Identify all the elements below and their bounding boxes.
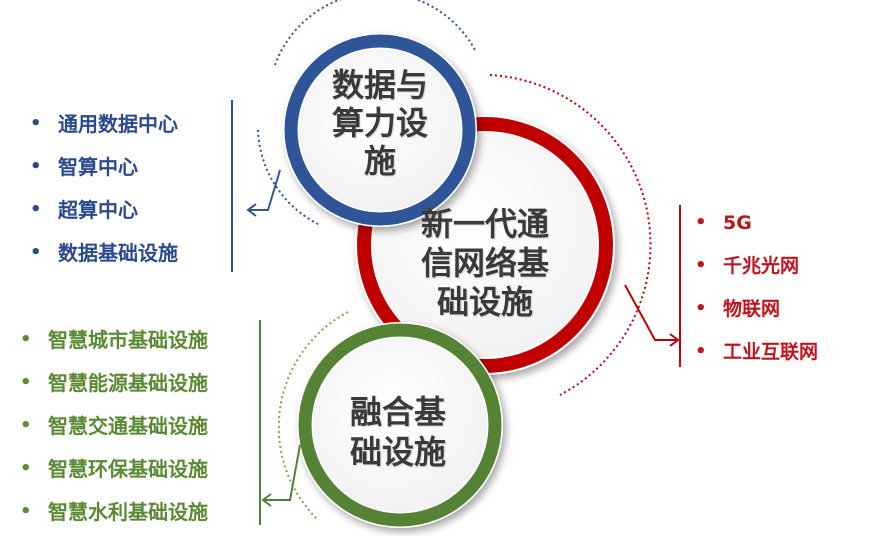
bullet-icon: • — [20, 415, 32, 436]
list-item: • 超算中心 — [30, 196, 178, 239]
list-item: • 智慧环保基础设施 — [20, 454, 208, 497]
list-item-label: 智慧城市基础设施 — [48, 328, 208, 352]
bullet-icon: • — [30, 156, 42, 177]
list-item-label: 智算中心 — [58, 155, 138, 179]
list-item: • 千兆光网 — [695, 251, 818, 294]
red-label-line: 础设施 — [436, 283, 533, 321]
list-item: • 智慧城市基础设施 — [20, 325, 208, 368]
blue-orbit-arc — [274, 0, 476, 66]
list-item-label: 智慧水利基础设施 — [48, 500, 208, 524]
red-label-line: 新一代通 — [420, 205, 549, 243]
blue-label-line: 算力设 — [331, 104, 428, 142]
list-item-label: 数据基础设施 — [58, 241, 178, 265]
list-item: • 智慧水利基础设施 — [20, 497, 208, 540]
green-orbit-arc — [277, 311, 349, 521]
green-label-line: 础设施 — [349, 433, 446, 471]
green-label-line: 融合基 — [349, 393, 446, 431]
list-item-label: 智慧能源基础设施 — [48, 371, 208, 395]
bullet-icon: • — [20, 458, 32, 479]
green-circle — [297, 322, 503, 528]
list-item: • 通用数据中心 — [30, 110, 178, 153]
bullet-icon: • — [695, 255, 707, 276]
list-item-label: 工业互联网 — [723, 341, 819, 363]
blue-circle-label: 数据与 算力设 施 — [300, 66, 460, 180]
green-connector-arrow — [261, 444, 301, 507]
bullet-icon: • — [30, 199, 42, 220]
bullet-icon: • — [20, 329, 32, 350]
list-item: • 智算中心 — [30, 153, 178, 196]
list-item-label: 超算中心 — [58, 198, 138, 222]
list-item-label: 通用数据中心 — [58, 112, 178, 136]
list-item-label: 智慧环保基础设施 — [48, 457, 208, 481]
blue-label-line: 数据与 — [331, 66, 428, 104]
green-item-list: •智慧城市基础设施 •智慧能源基础设施 •智慧交通基础设施 •智慧环保基础设施 … — [20, 325, 208, 540]
list-item-label: 千兆光网 — [723, 255, 800, 277]
bullet-icon: • — [20, 372, 32, 393]
bullet-icon: • — [695, 212, 707, 233]
green-circle-label: 融合基 础设施 — [318, 392, 478, 472]
list-item-label: 智慧交通基础设施 — [48, 414, 208, 438]
list-item-label: 物联网 — [723, 298, 781, 320]
bullet-icon: • — [20, 501, 32, 522]
bullet-icon: • — [695, 298, 707, 319]
list-item-label: 5G — [723, 212, 752, 234]
list-item: • 5G — [695, 208, 818, 251]
red-item-list: • 5G • 千兆光网 • 物联网 • 工业互联网 — [695, 208, 819, 380]
bullet-icon: • — [30, 113, 42, 134]
blue-item-list: • 通用数据中心 • 智算中心 • 超算中心 • 数据基础设施 — [30, 110, 178, 282]
list-item: • 工业互联网 — [695, 337, 819, 380]
blue-connector-arrow — [246, 169, 281, 217]
list-item: • 智慧能源基础设施 — [20, 368, 208, 411]
list-item: • 数据基础设施 — [30, 239, 178, 282]
red-label-line: 信网络基 — [420, 244, 549, 282]
list-item: • 物联网 — [695, 294, 818, 337]
bullet-icon: • — [30, 242, 42, 263]
list-item: • 智慧交通基础设施 — [20, 411, 208, 454]
red-connector-arrow — [624, 284, 680, 347]
red-circle-label: 新一代通 信网络基 础设施 — [395, 205, 575, 322]
bullet-icon: • — [695, 341, 707, 362]
blue-circle — [283, 33, 477, 227]
blue-label-line: 施 — [363, 142, 396, 180]
red-orbit-arc — [489, 74, 652, 396]
